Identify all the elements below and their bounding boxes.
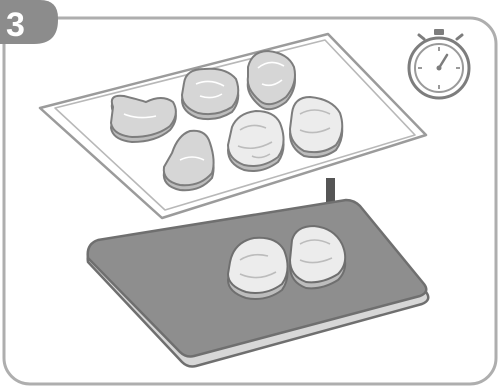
food-piece <box>290 226 345 288</box>
food-piece <box>290 97 342 157</box>
food-piece <box>248 51 295 109</box>
food-piece <box>182 69 238 119</box>
food-piece <box>228 111 284 171</box>
food-piece <box>228 238 288 299</box>
step-number: 3 <box>6 6 25 44</box>
